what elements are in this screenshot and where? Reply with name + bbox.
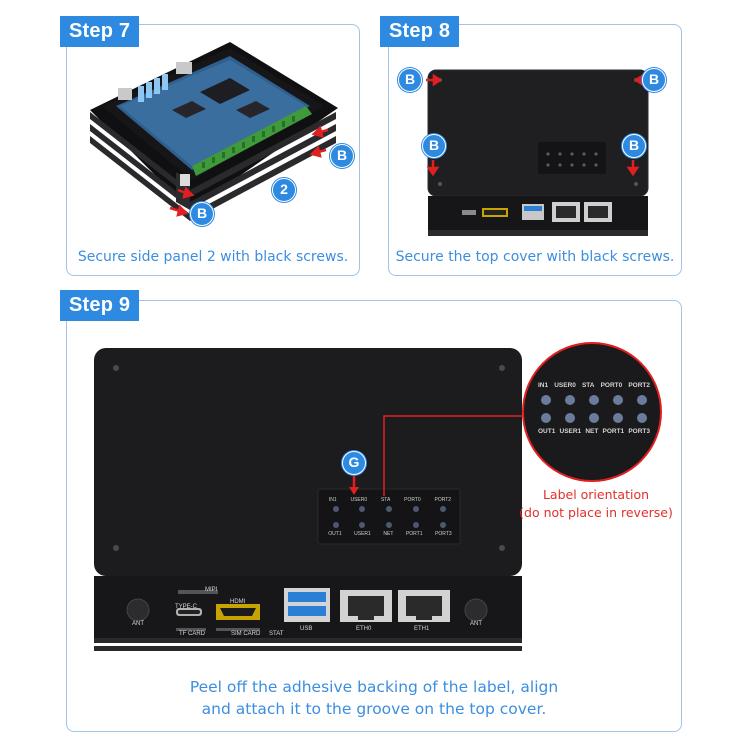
step8-callout-b-mid-right: B <box>622 134 646 158</box>
zoom-label-top-row: IN1 USER0 STA PORT0 PORT2 <box>538 382 650 389</box>
port-label-hdmi: HDMI <box>230 599 246 605</box>
small-label-sta: STA <box>380 497 391 503</box>
zoom-label-net: NET <box>585 428 599 435</box>
small-label-port1: PORT1 <box>405 531 423 537</box>
small-label-bottom-row: OUT1 USER1 NET PORT1 PORT3 <box>322 531 458 537</box>
small-label-user1: USER1 <box>354 531 371 537</box>
small-label-out1: OUT1 <box>328 531 342 537</box>
step7-callout-b-right: B <box>330 144 354 168</box>
step9-callout-g-arrow <box>349 476 359 495</box>
port-label-stat: STAT <box>269 631 284 637</box>
step7-caption: Secure side panel 2 with black screws. <box>77 249 349 265</box>
port-label-ant-left: ANT <box>132 621 144 627</box>
step8-device-illustration <box>426 69 650 236</box>
small-label-port3: PORT3 <box>435 531 452 537</box>
port-label-eth0: ETH0 <box>356 626 372 632</box>
small-label-user0: USER0 <box>350 497 368 503</box>
zoom-label-out1: OUT1 <box>538 428 556 435</box>
port-label-sim-card: SIM CARD <box>231 631 261 637</box>
step7-tag: Step 7 <box>60 16 140 47</box>
step9-caption-line1: Peel off the adhesive backing of the lab… <box>189 678 559 696</box>
port-label-mipi: MIPI <box>205 587 218 593</box>
step8-callout-b-top-right: B <box>642 68 666 92</box>
step9-device-illustration <box>94 348 522 651</box>
small-label-top-row: IN1 USER0 STA PORT0 PORT2 <box>322 497 458 503</box>
zoom-label-bottom-row: OUT1 USER1 NET PORT1 PORT3 <box>538 428 650 435</box>
label-orientation-note-line2: (do not place in reverse) <box>519 505 673 520</box>
step7-device-illustration <box>90 42 338 221</box>
small-label-net: NET <box>383 531 394 537</box>
step7-callout-b-bottom: B <box>190 202 214 226</box>
step9-caption-line2: and attach it to the groove on the top c… <box>201 700 547 718</box>
small-label-port2: PORT2 <box>434 497 452 503</box>
port-label-ant-right: ANT <box>470 621 482 627</box>
step8-caption: Secure the top cover with black screws. <box>395 249 675 265</box>
zoom-label-port2: PORT2 <box>628 382 650 389</box>
step7-callout-2: 2 <box>272 178 296 202</box>
zoom-label-port1: PORT1 <box>602 428 625 435</box>
zoom-label-in1: IN1 <box>538 382 549 389</box>
zoom-label-leds <box>541 395 647 423</box>
label-orientation-note: Label orientation (do not place in rever… <box>512 486 680 522</box>
zoom-label-user0: USER0 <box>554 382 576 389</box>
small-label-leds <box>333 506 446 528</box>
port-label-eth1: ETH1 <box>414 626 430 632</box>
step9-callout-g: G <box>342 451 366 475</box>
label-zoom-circle: IN1 USER0 STA PORT0 PORT2 OUT1 USER1 NET… <box>522 342 662 482</box>
label-orientation-note-line1: Label orientation <box>542 487 650 502</box>
small-label-in1: IN1 <box>328 497 337 503</box>
step9-tag: Step 9 <box>60 290 140 321</box>
step8-callout-b-top-left: B <box>398 68 422 92</box>
port-label-type-c: TYPE-C <box>175 604 198 610</box>
step8-tag: Step 8 <box>380 16 460 47</box>
zoom-label-port0: PORT0 <box>600 382 623 389</box>
small-label-port0: PORT0 <box>404 497 421 503</box>
device-label-small: IN1 USER0 STA PORT0 PORT2 OUT1 USER1 NET… <box>322 493 458 539</box>
step8-callout-b-mid-left: B <box>422 134 446 158</box>
zoom-label-sta: STA <box>581 382 595 389</box>
zoom-label-port3: PORT3 <box>628 428 650 435</box>
step9-caption: Peel off the adhesive backing of the lab… <box>66 676 682 720</box>
port-label-usb: USB <box>300 626 313 632</box>
port-label-tf-card: TF CARD <box>179 631 205 637</box>
zoom-label-user1: USER1 <box>559 428 582 435</box>
step9-zoom-leader-line <box>383 415 526 496</box>
